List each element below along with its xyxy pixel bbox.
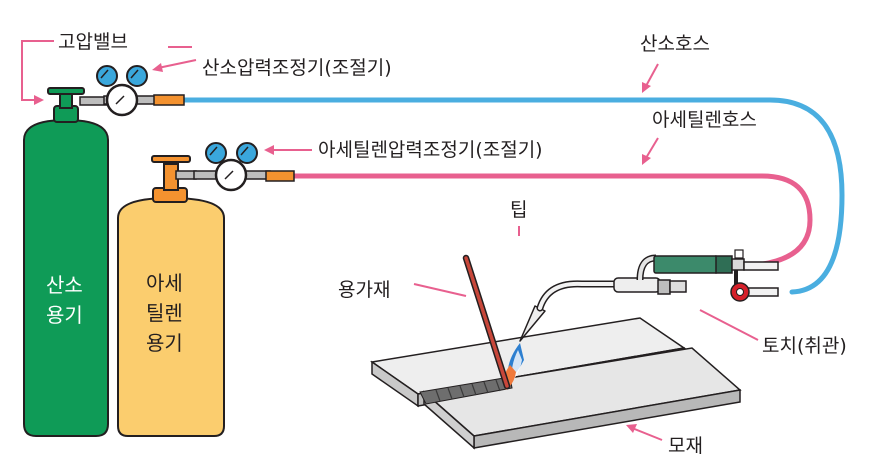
acetylene-regulator (193, 142, 295, 192)
acetylene-hose (289, 173, 813, 269)
oxygen-regulator (96, 65, 185, 117)
label-acetylene-regulator: 아세틸렌압력조정기(조절기) (318, 139, 543, 161)
torch (519, 249, 779, 342)
label-acetylene-cylinder-line1: 아세 (146, 271, 183, 295)
label-oxygen-regulator: 산소압력조정기(조절기) (202, 57, 392, 79)
label-base-metal: 모재 (668, 435, 703, 457)
oxygen-hose (180, 97, 845, 295)
label-tip: 팁 (510, 199, 527, 221)
label-torch: 토치(취관) (762, 335, 847, 357)
label-filler-rod: 용가재 (338, 279, 390, 301)
label-oxygen-hose: 산소호스 (640, 33, 710, 55)
leader-lines (21, 40, 759, 441)
label-oxygen-cylinder-line1: 산소 (46, 273, 83, 297)
filler-rod (462, 254, 511, 390)
label-oxygen-cylinder-line2: 용기 (46, 303, 83, 327)
label-high-pressure-valve: 고압밸브 (58, 31, 128, 53)
label-acetylene-cylinder-line3: 용기 (146, 331, 183, 355)
oxygen-cylinder (23, 87, 109, 437)
label-acetylene-hose: 아세틸렌호스 (652, 109, 757, 131)
base-metal (370, 317, 742, 450)
label-acetylene-cylinder-line2: 틸렌 (146, 301, 183, 325)
acetylene-cylinder (117, 155, 225, 437)
